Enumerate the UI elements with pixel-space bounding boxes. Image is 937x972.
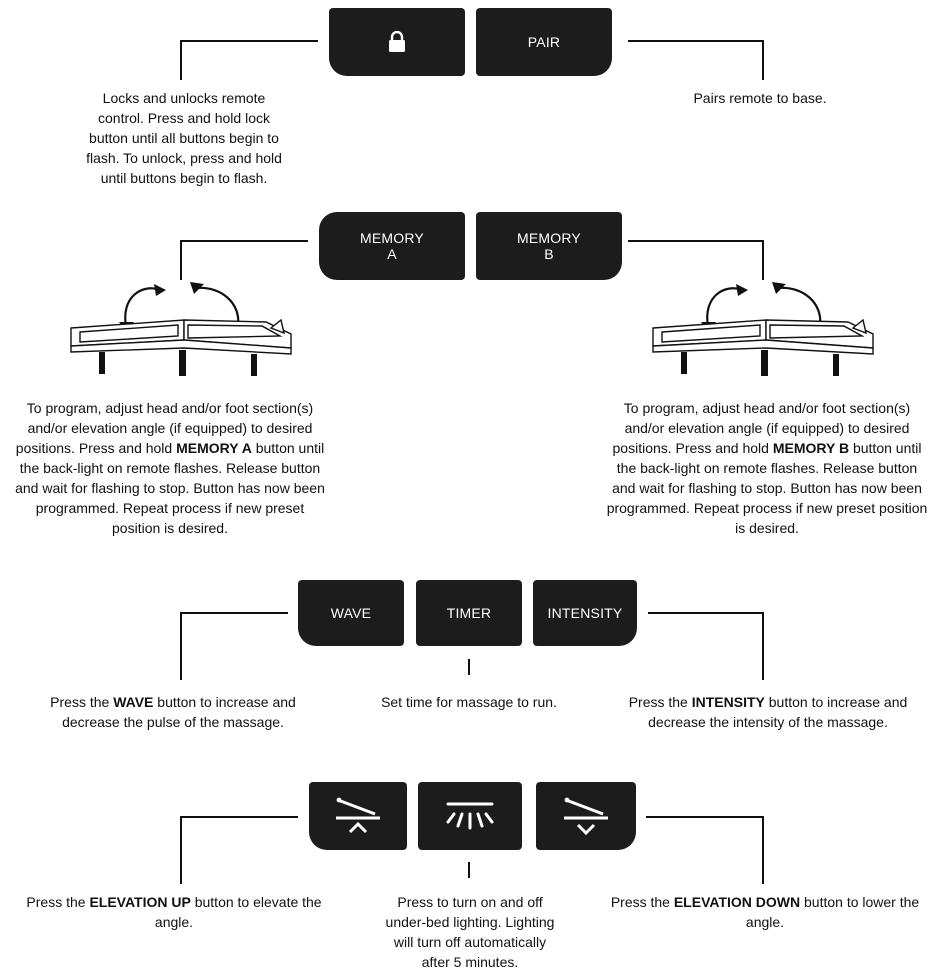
adjustable-bed-illustration (70, 282, 292, 376)
elevation-up-icon (336, 797, 380, 834)
wave-desc-pre: Press the (50, 694, 114, 710)
connector-line (628, 40, 764, 42)
connector-line (180, 612, 182, 680)
elevation-down-desc-pre: Press the (610, 894, 674, 910)
memory-a-description: To program, adjust head and/or foot sect… (10, 398, 330, 538)
memory-b-desc-bold: MEMORY B (772, 440, 850, 456)
memory-a-label: MEMORY A (360, 230, 424, 262)
elevation-up-desc-pre: Press the (26, 894, 90, 910)
timer-description: Set time for massage to run. (381, 694, 557, 710)
connector-line (180, 40, 182, 80)
wave-label: WAVE (330, 605, 372, 621)
lock-description: Locks and unlocks remote control. Press … (86, 90, 282, 186)
memory-b-description: To program, adjust head and/or foot sect… (606, 398, 928, 538)
elevation-down-button[interactable] (536, 782, 636, 850)
elevation-down-desc-bold: ELEVATION DOWN (673, 894, 801, 910)
memory-b-button[interactable]: MEMORY B (476, 212, 622, 280)
under-bed-light-icon (446, 802, 494, 830)
connector-line (762, 40, 764, 80)
elevation-down-description: Press the ELEVATION DOWN button to lower… (600, 892, 930, 932)
elevation-up-desc-post: button to elevate the angle. (154, 894, 322, 930)
intensity-desc-post: button to increase and decrease the inte… (648, 694, 908, 730)
elevation-up-description: Press the ELEVATION UP button to elevate… (14, 892, 334, 932)
lock-icon (389, 31, 405, 52)
pair-button-label: PAIR (527, 34, 561, 50)
intensity-label: INTENSITY (547, 605, 623, 621)
connector-line (762, 612, 764, 680)
connector-line (180, 612, 288, 614)
memory-b-label: MEMORY B (517, 230, 581, 262)
connector-line (628, 240, 764, 242)
connector-line (180, 240, 182, 280)
memory-a-button[interactable]: MEMORY A (319, 212, 465, 280)
intensity-desc-pre: Press the (628, 694, 692, 710)
pair-button[interactable]: PAIR (476, 8, 612, 76)
memory-b-desc-post: button until the back-light on remote fl… (606, 440, 928, 536)
wave-button[interactable]: WAVE (298, 580, 404, 646)
connector-line (180, 816, 182, 884)
connector-line (646, 816, 764, 818)
connector-line (468, 862, 470, 878)
intensity-description: Press the INTENSITY button to increase a… (608, 692, 928, 732)
under-bed-light-button[interactable] (418, 782, 522, 850)
connector-line (180, 240, 308, 242)
intensity-desc-bold: INTENSITY (691, 694, 765, 710)
lock-button[interactable] (329, 8, 465, 76)
memory-a-desc-pre: To program, adjust head and/or foot sect… (15, 400, 314, 456)
memory-b-desc-pre: To program, adjust head and/or foot sect… (612, 400, 911, 456)
elevation-up-button[interactable] (309, 782, 407, 850)
elevation-down-icon (564, 797, 608, 836)
connector-line (762, 816, 764, 884)
intensity-button[interactable]: INTENSITY (533, 580, 637, 646)
pair-description: Pairs remote to base. (693, 90, 827, 106)
wave-desc-bold: WAVE (113, 694, 154, 710)
connector-line (648, 612, 764, 614)
timer-label: TIMER (446, 605, 492, 621)
connector-line (180, 816, 298, 818)
elevation-up-desc-bold: ELEVATION UP (89, 894, 191, 910)
memory-a-desc-bold: MEMORY A (176, 440, 252, 456)
connector-line (762, 240, 764, 280)
memory-a-desc-post: button until the back-light on remote fl… (15, 440, 325, 536)
connector-line (180, 40, 318, 42)
timer-button[interactable]: TIMER (416, 580, 522, 646)
elevation-down-desc-post: button to lower the angle. (745, 894, 920, 930)
wave-desc-post: button to increase and decrease the puls… (62, 694, 296, 730)
wave-description: Press the WAVE button to increase and de… (28, 692, 318, 732)
connector-line (468, 659, 470, 675)
under-bed-light-description: Press to turn on and off under-bed light… (385, 894, 555, 970)
adjustable-bed-illustration (652, 282, 874, 376)
